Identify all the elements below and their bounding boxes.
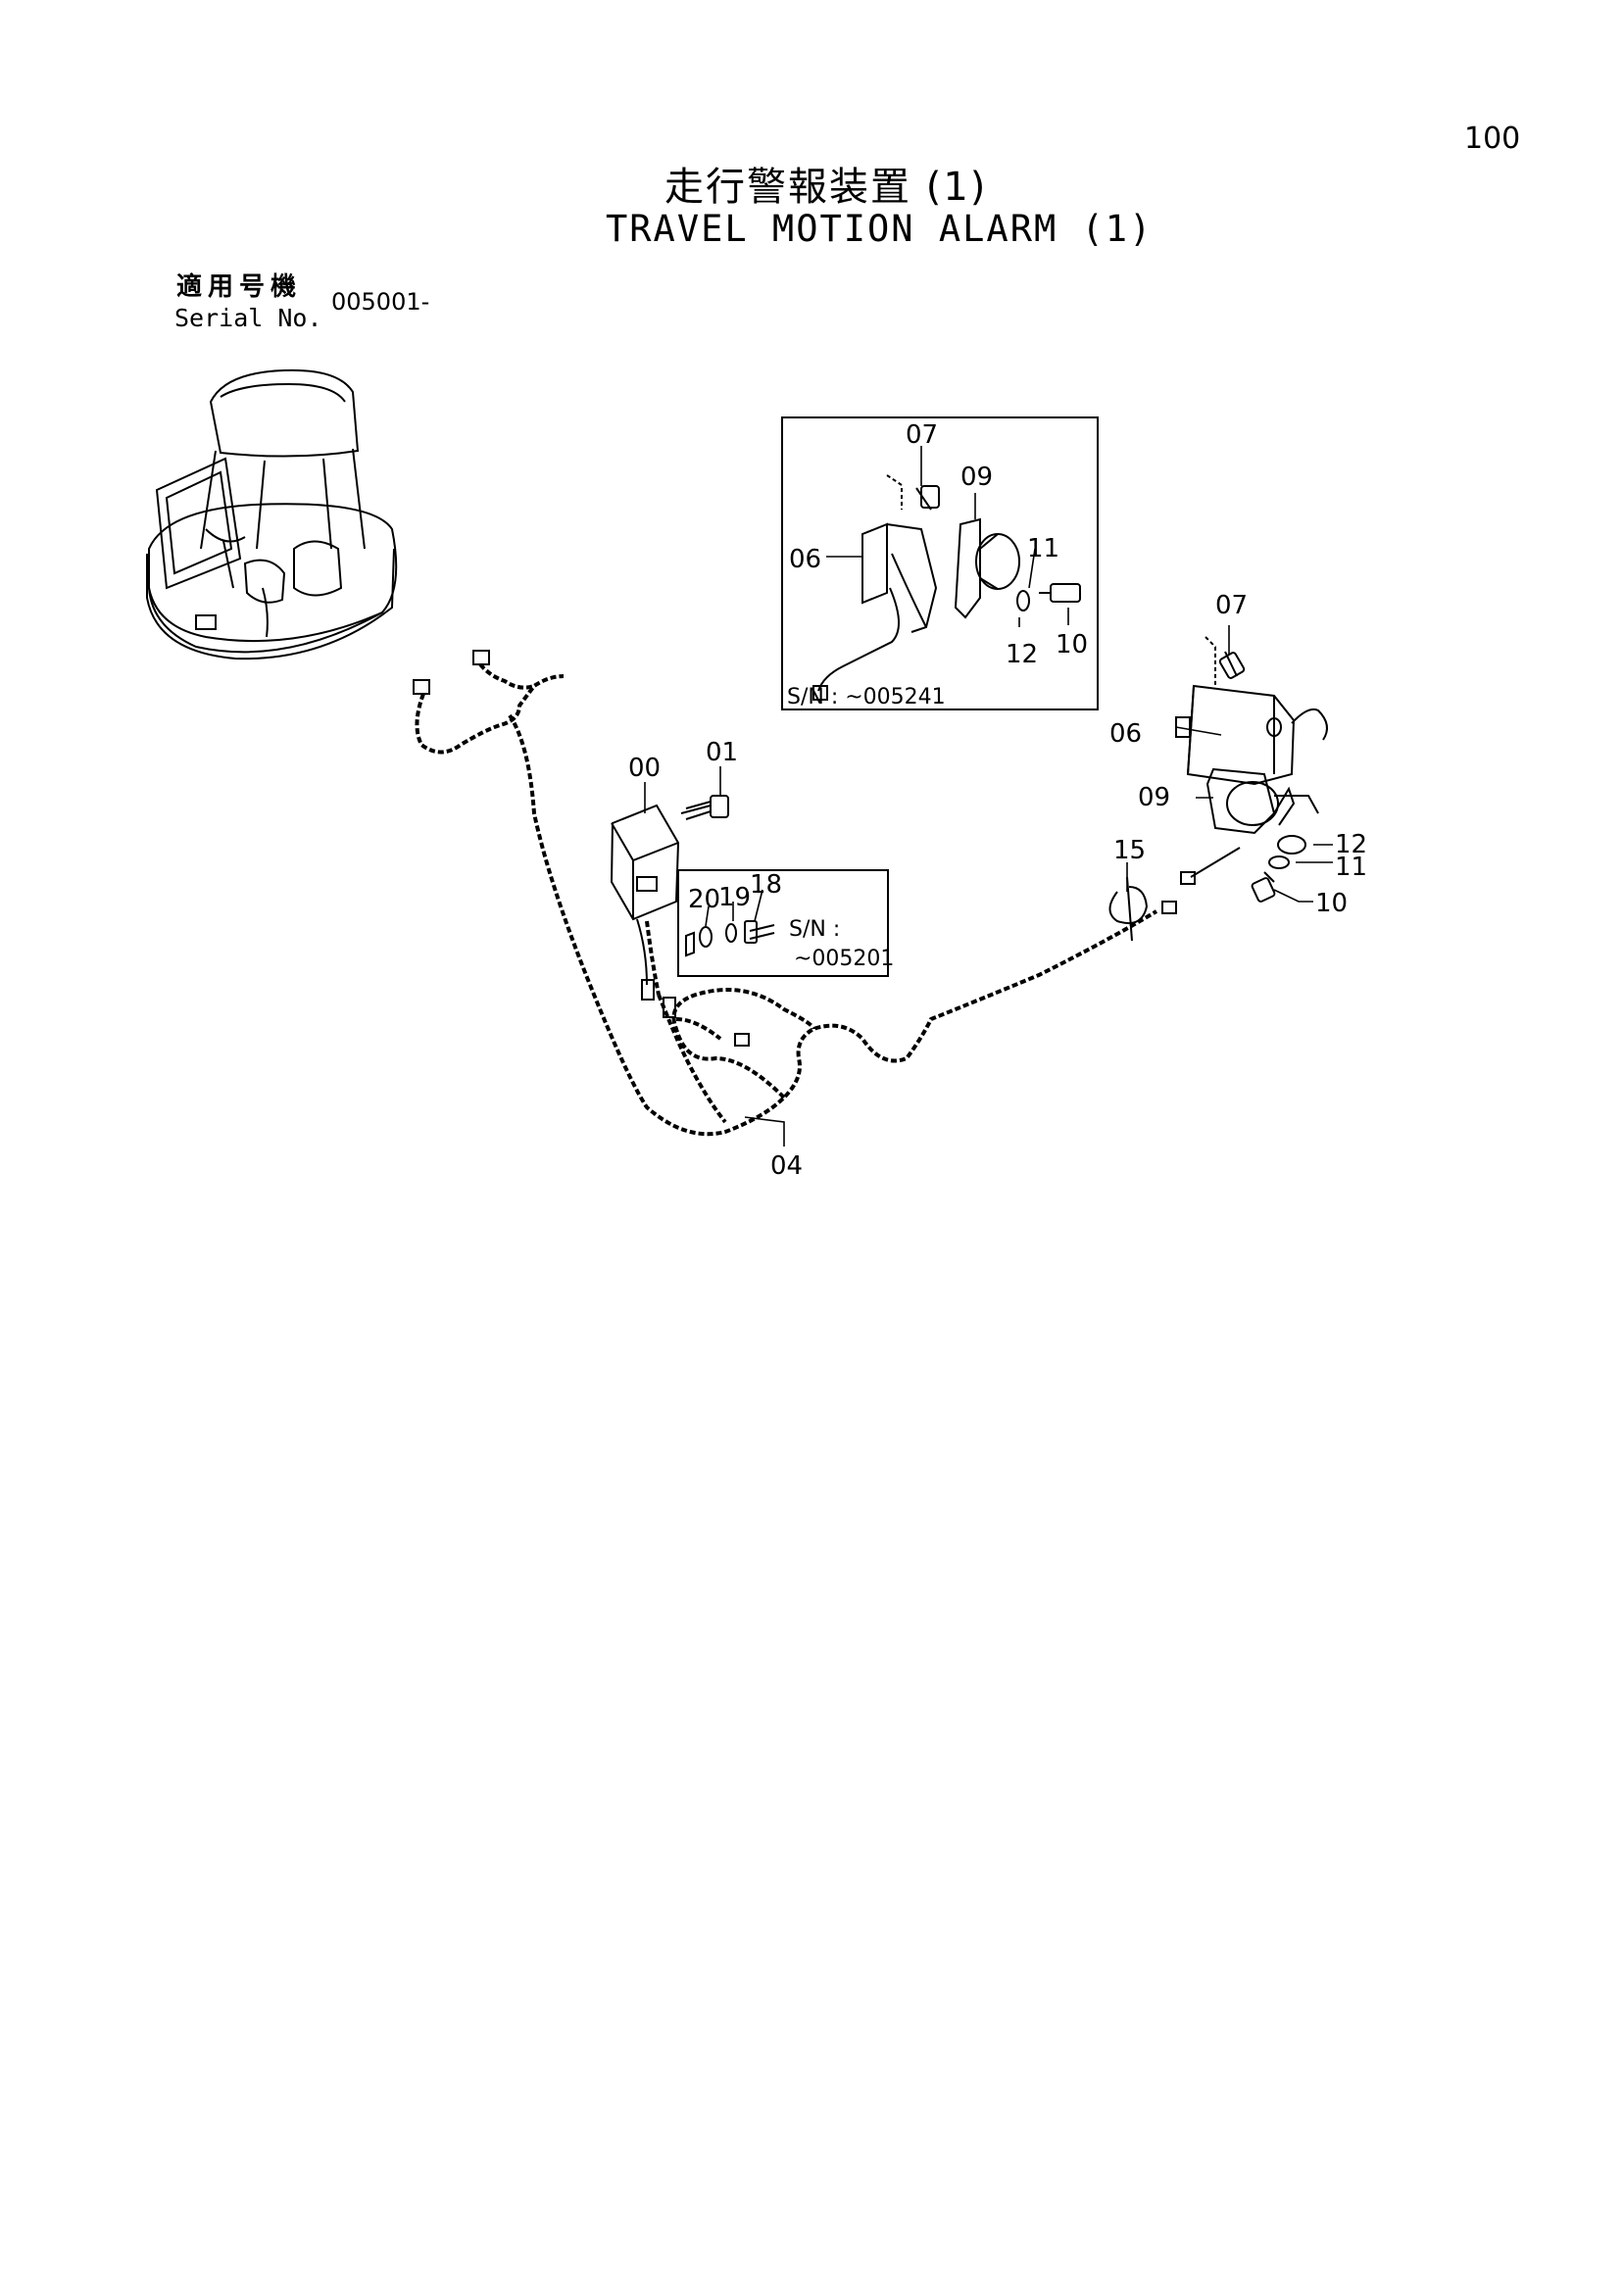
harness-clamp [1108, 886, 1149, 925]
serial-number-value: 005001- [331, 288, 430, 316]
page-title-english: TRAVEL MOTION ALARM (1) [606, 208, 1154, 250]
callout-18: 18 [750, 870, 782, 900]
callout-00: 00 [628, 754, 661, 783]
callout-20: 20 [688, 885, 720, 914]
connector-end [472, 650, 490, 665]
serial-label-japanese: 適用号機 [176, 272, 303, 302]
callout-10-inset: 10 [1056, 630, 1088, 659]
inset-serial-label-small: S/N : [789, 917, 840, 942]
callout-10: 10 [1315, 889, 1348, 918]
callout-09: 09 [1138, 783, 1170, 812]
callout-06: 06 [1109, 719, 1142, 749]
inset-serial-value-small: ~005201 [794, 947, 894, 971]
callout-12-inset: 12 [1006, 640, 1038, 669]
callout-11: 11 [1335, 853, 1367, 882]
callout-07-inset: 07 [906, 420, 938, 450]
connector-end [413, 679, 430, 695]
bolt-01 [680, 795, 729, 820]
inset-early-serial-alarm-mount [781, 416, 1099, 710]
wiring-harness [415, 662, 1158, 1137]
inset-serial-range-top: S/N : ~005241 [787, 685, 946, 709]
callout-12: 12 [1335, 830, 1367, 859]
callout-06-inset: 06 [789, 545, 821, 574]
excavator-overview-illustration [146, 368, 398, 660]
alarm-controller [610, 804, 680, 1018]
connector-end [1161, 901, 1177, 914]
callout-15: 15 [1113, 836, 1146, 865]
alarm-mount-early [812, 474, 1081, 701]
callout-19: 19 [718, 883, 751, 912]
page-number: 100 [1464, 122, 1521, 156]
callout-11-inset: 11 [1027, 534, 1059, 563]
connector-end [1180, 871, 1196, 885]
callout-labels: 00 01 04 06 07 09 11 12 10 06 07 09 12 1… [628, 420, 1367, 1181]
callout-01: 01 [706, 738, 738, 767]
callout-leaders [644, 446, 1333, 1147]
callout-09-inset: 09 [960, 463, 993, 492]
connector-end [734, 1033, 750, 1047]
inset-early-serial-hardware [677, 869, 889, 977]
page-title-japanese: 走行警報装置 (1) [664, 165, 988, 210]
callout-07: 07 [1215, 591, 1248, 620]
callout-04: 04 [770, 1151, 803, 1181]
serial-label-english: Serial No. [174, 304, 322, 332]
